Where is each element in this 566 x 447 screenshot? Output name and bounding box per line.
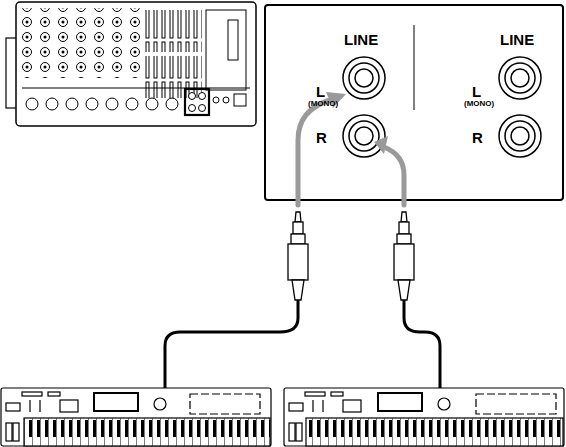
keyboard <box>1 388 564 446</box>
channel-label: L <box>316 84 325 99</box>
channel-label: R <box>316 130 327 145</box>
connector-name: LINE <box>344 32 378 47</box>
channel-label: L <box>472 84 481 99</box>
mode-label: (MONO) <box>308 100 338 108</box>
connection-arrows <box>298 100 404 205</box>
mixer <box>6 2 256 126</box>
mode-label: (MONO) <box>464 100 494 108</box>
channel-label: R <box>472 130 483 145</box>
jack-panel <box>265 5 563 200</box>
connector-name: LINE <box>500 32 534 47</box>
cables <box>165 212 440 388</box>
